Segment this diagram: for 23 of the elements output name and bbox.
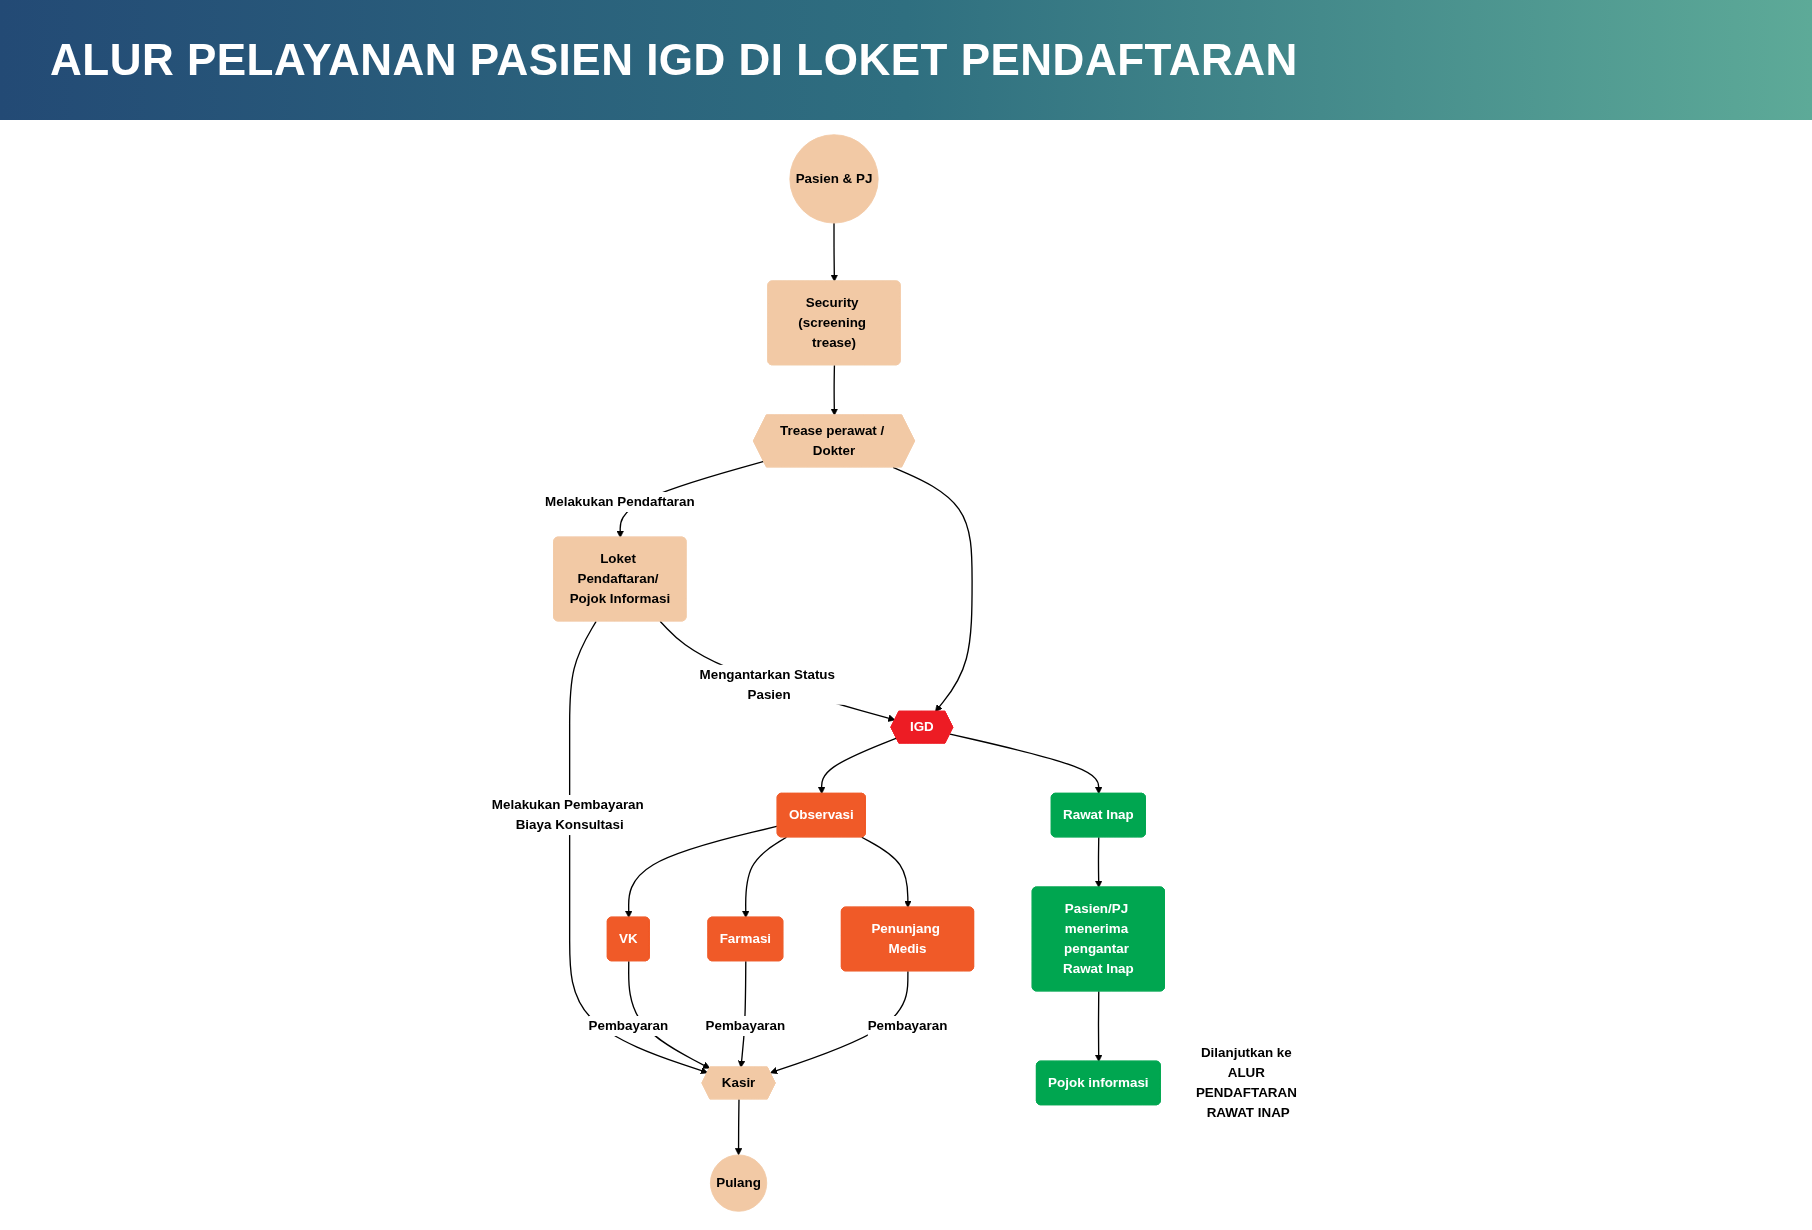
arrow [1095,990,1103,1062]
node-circle: Pulang [709,1154,768,1212]
arrow [734,1098,743,1156]
arrow [1095,836,1103,888]
arrow [817,737,898,795]
arrow [569,620,708,1075]
arrow [830,364,838,416]
arrow [625,825,779,918]
arrow [742,836,788,918]
edge-label: Melakukan Pendaftaran [545,494,695,509]
arrow [830,222,838,282]
edge-label: Pembayaran [867,1018,948,1033]
arrow [861,836,912,908]
edge-label: Melakukan Pembayaran Biaya Konsultasi [491,797,644,832]
edge-label: Pembayaran [705,1018,786,1033]
arrow [892,466,973,713]
arrow [659,620,896,722]
title: ALUR PELAYANAN PASIEN IGD DI LOKET PENDAFTARAN [50,35,1298,85]
arrow [949,733,1103,795]
node-circle: Pasien & PJ [789,134,879,224]
node-label: Dilanjutkan ke ALUR PENDAFTARAN RAWAT INAP [1195,1045,1297,1120]
edge-label: Pembayaran [588,1018,669,1033]
edge-label: Mengantarkan Status Pasien [699,667,835,702]
